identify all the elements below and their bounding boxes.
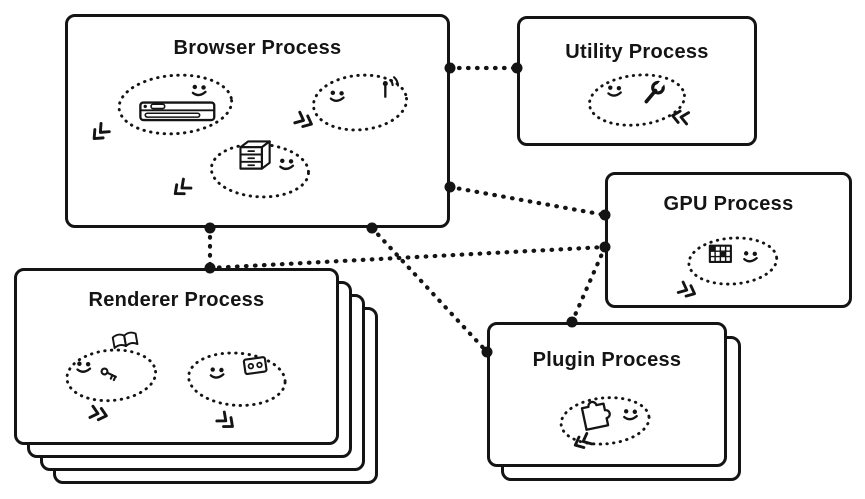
utility-doodles bbox=[588, 73, 691, 127]
chevron-arrows bbox=[173, 177, 193, 196]
smiley-face bbox=[607, 85, 622, 97]
cassette-icon bbox=[242, 356, 268, 376]
chevron-arrows bbox=[676, 280, 696, 298]
gpu-chip-icon bbox=[708, 244, 732, 264]
antenna-icon bbox=[382, 76, 400, 98]
edge-browser-plugin bbox=[369, 225, 490, 355]
node-title-renderer: Renderer Process bbox=[88, 289, 265, 311]
blob-character bbox=[559, 396, 651, 449]
smiley-face bbox=[743, 251, 758, 263]
key-icon bbox=[100, 367, 117, 382]
chevron-arrows bbox=[293, 110, 313, 128]
smiley-face bbox=[76, 361, 92, 373]
node-renderer-process: Renderer Process bbox=[14, 268, 339, 445]
smiley-face bbox=[329, 90, 345, 102]
puzzle-icon bbox=[580, 400, 611, 431]
chevron-arrows bbox=[88, 404, 108, 422]
chevron-arrows bbox=[215, 410, 234, 428]
blob-character bbox=[676, 236, 779, 298]
node-title-plugin: Plugin Process bbox=[532, 349, 682, 371]
blob-character bbox=[173, 140, 310, 199]
wrench-icon bbox=[644, 79, 666, 104]
browser-window-icon bbox=[139, 101, 216, 122]
node-gpu-process: GPU Process bbox=[605, 172, 852, 308]
node-browser-process: Browser Process bbox=[65, 14, 450, 228]
node-plugin-process: Plugin Process bbox=[487, 322, 727, 467]
chevron-arrows bbox=[573, 432, 594, 449]
chevron-arrows bbox=[92, 121, 111, 141]
blob-character bbox=[588, 73, 691, 127]
smiley-face bbox=[209, 367, 225, 379]
plugin-doodles bbox=[559, 396, 651, 449]
blob-character bbox=[187, 351, 287, 428]
node-utility-process: Utility Process bbox=[517, 16, 757, 146]
node-title-browser: Browser Process bbox=[173, 37, 342, 59]
node-title-utility: Utility Process bbox=[565, 41, 709, 63]
book-icon bbox=[111, 331, 139, 350]
blob-character bbox=[92, 73, 234, 141]
smiley-face bbox=[191, 84, 207, 97]
smiley-face bbox=[279, 158, 295, 171]
blob-character bbox=[65, 331, 158, 422]
edge-browser-gpu bbox=[447, 184, 608, 218]
smiley-face bbox=[623, 409, 638, 421]
edge-plugin-gpu bbox=[569, 244, 608, 325]
node-title-gpu: GPU Process bbox=[663, 193, 794, 215]
chevron-arrows bbox=[671, 109, 691, 126]
file-cabinet-icon bbox=[239, 140, 271, 170]
blob-character bbox=[293, 73, 409, 132]
edge-renderer-gpu bbox=[207, 244, 608, 271]
